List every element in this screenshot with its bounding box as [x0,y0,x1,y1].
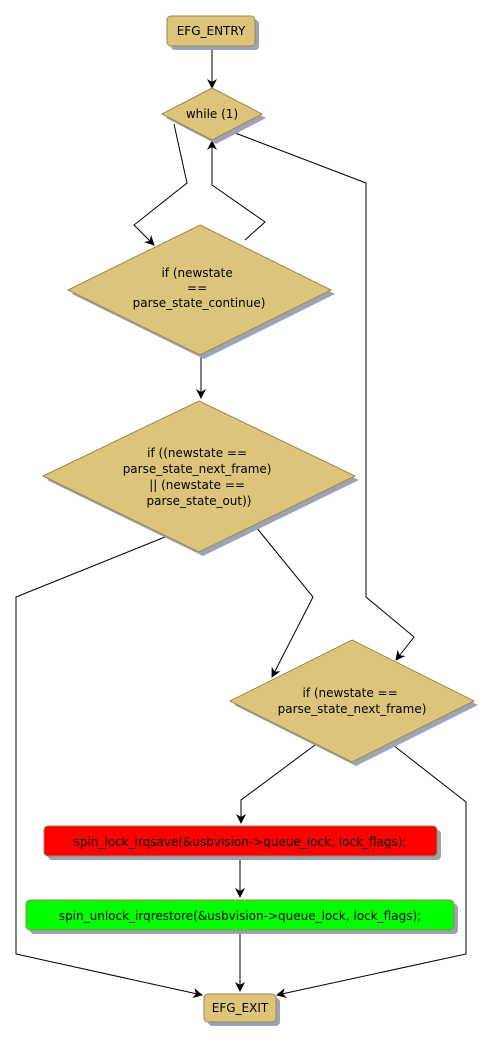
unlock-label: spin_unlock_irqrestore(&usbvision->queue… [59,909,421,923]
cond1-line-3: parse_state_continue) [133,296,266,310]
cond2-line-4: parse_state_out)) [147,494,252,508]
cond2-line-3: || (newstate == [149,478,245,492]
exit-label: EFG_EXIT [212,1001,269,1015]
edge-while-exit-right [229,130,415,661]
edge-cond2-to-exit [15,536,203,998]
unlock-node: spin_unlock_irqrestore(&usbvision->queue… [25,899,458,934]
edge-while-to-cond1 [133,123,188,246]
svg-text:if ((newstate == parse_s: if ((newstate == parse_state_next_frame)… [123,446,276,508]
cond3-line-1: if (newstate == [302,686,397,700]
entry-label: EFG_ENTRY [177,24,246,38]
edge-cond3-to-exit [276,744,467,998]
cond2-line-1: if ((newstate == [147,446,247,460]
cond1-node: if (newstate == parse_state_continue) [66,224,335,359]
cond1-line-2: == [187,281,207,295]
while-node: while (1) [160,87,266,144]
edge-cond2-to-cond3 [255,526,314,678]
cond3-node: if (newstate == parse_state_next_frame) [228,639,478,766]
svg-text:if (newstate == pa: if (newstate == parse_state_continue) [133,266,266,310]
cond1-line-1: if (newstate [161,266,232,280]
cond3-line-2: parse_state_next_frame) [278,702,427,716]
cond2-line-2: parse_state_next_frame) [123,462,272,476]
edge-cond1-loop-back [207,140,266,241]
entry-node: EFG_ENTRY [166,15,259,50]
edges [15,47,467,998]
svg-text:if (newstate == parse_st: if (newstate == parse_state_next_frame) [278,686,427,716]
while-label: while (1) [186,107,238,121]
cond2-node: if ((newstate == parse_state_next_frame)… [41,400,359,556]
lock-node: spin_lock_irqsave(&usbvision->queue_lock… [43,825,441,860]
edge-cond3-to-lock [236,744,316,824]
lock-label: spin_lock_irqsave(&usbvision->queue_lock… [74,835,407,849]
exit-node: EFG_EXIT [203,993,280,1026]
